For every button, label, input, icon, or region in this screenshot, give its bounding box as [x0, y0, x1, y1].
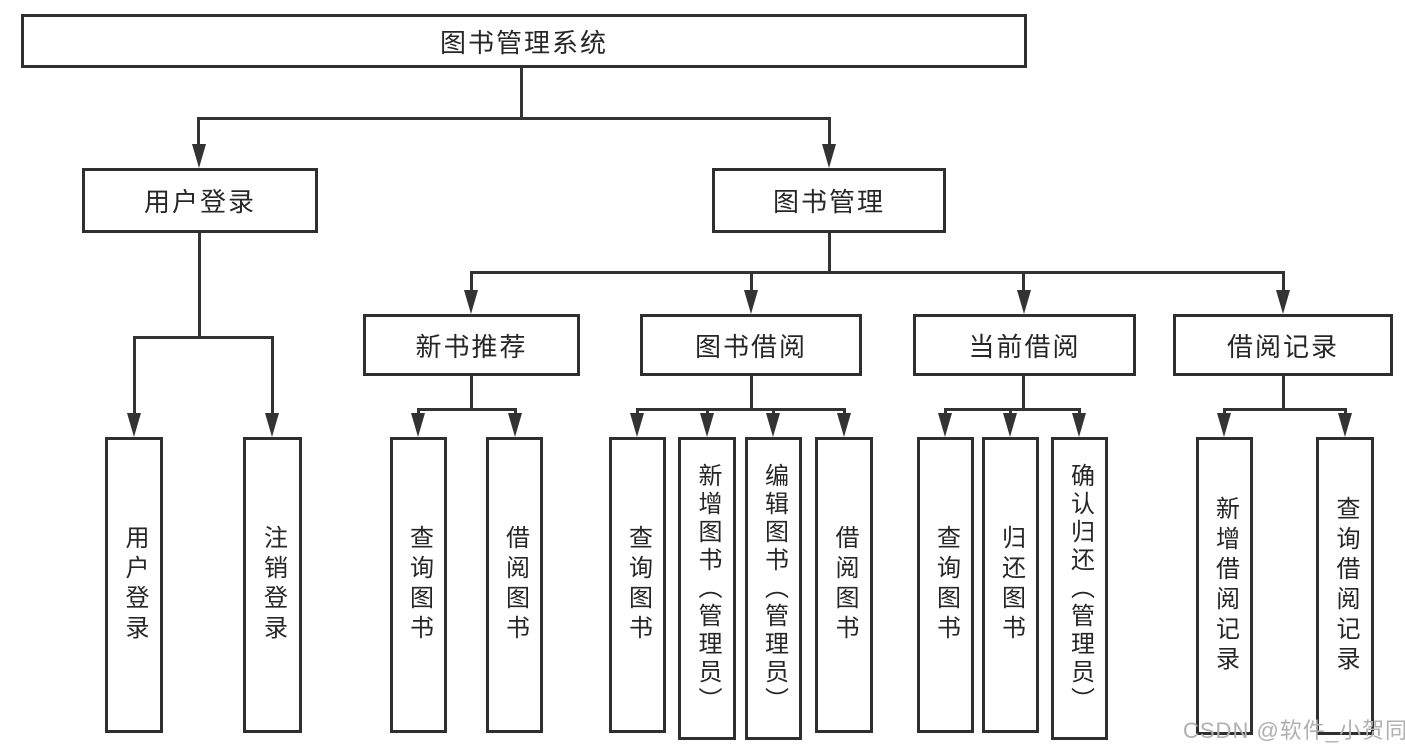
connector-user-login-bar — [133, 336, 274, 339]
arrowhead-borrowing-records — [1276, 290, 1290, 314]
connector-drop — [1344, 408, 1347, 413]
node-current-borrowing: 当前借阅 — [913, 314, 1136, 376]
node-user-login-label: 用户登录 — [143, 187, 256, 217]
leaf-query-books-2-label: 查询图书 — [624, 525, 652, 645]
arrowhead-current-borrowing — [1017, 290, 1031, 314]
node-user-login: 用户登录 — [82, 168, 318, 233]
node-borrowing-records-label: 借阅记录 — [1226, 331, 1339, 362]
arrowhead-leaf-query-books-1 — [411, 413, 425, 437]
connector-new-book-recommend-stem — [470, 376, 473, 408]
connector-drop — [944, 408, 947, 413]
leaf-return-books: 归还图书 — [982, 437, 1039, 733]
leaf-confirm-return-admin-label: 确认归还（管理员） — [1066, 462, 1094, 715]
leaf-query-books-2: 查询图书 — [609, 437, 666, 733]
leaf-user-login: 用户登录 — [105, 437, 163, 733]
leaf-query-borrow-record: 查询借阅记录 — [1316, 437, 1374, 735]
leaf-borrow-books-1-label: 借阅图书 — [501, 525, 529, 645]
arrowhead-new-book-recommend — [464, 290, 478, 314]
arrowhead-leaf-user-login — [127, 413, 141, 437]
connector-book-borrowing-stem — [750, 376, 753, 408]
connector-drop — [271, 336, 274, 413]
connector-drop — [772, 408, 775, 413]
connector-new-book-recommend-bar — [417, 408, 517, 411]
arrowhead-leaf-add-borrow-record — [1217, 413, 1231, 437]
csdn-watermark: CSDN @软件_小贺同学 — [1183, 718, 1405, 743]
leaf-edit-books-admin: 编辑图书（管理员） — [745, 437, 802, 740]
connector-borrowing-records-stem — [1282, 376, 1285, 408]
connector-drop — [417, 408, 420, 413]
arrowhead-leaf-query-books-3 — [938, 413, 952, 437]
arrowhead-leaf-add-books — [700, 413, 714, 437]
arrowhead-user-login — [192, 144, 206, 168]
node-new-book-recommend-label: 新书推荐 — [415, 331, 528, 362]
node-book-borrowing: 图书借阅 — [640, 314, 862, 376]
connector-drop — [636, 408, 639, 413]
leaf-add-borrow-record: 新增借阅记录 — [1196, 437, 1253, 735]
connector-drop — [706, 408, 709, 413]
arrowhead-leaf-confirm-return — [1072, 413, 1086, 437]
leaf-logout: 注销登录 — [243, 437, 302, 733]
connector-drop — [470, 271, 473, 290]
connector-root-stem — [520, 68, 523, 117]
arrowhead-leaf-query-books-2 — [630, 413, 644, 437]
leaf-query-books-1-label: 查询图书 — [405, 525, 433, 645]
node-book-management-system-label: 图书管理系统 — [439, 27, 608, 58]
connector-drop — [1009, 408, 1012, 413]
leaf-user-login-label: 用户登录 — [121, 525, 148, 645]
arrowhead-book-management — [822, 144, 836, 168]
leaf-query-borrow-record-label: 查询借阅记录 — [1332, 496, 1359, 676]
leaf-query-books-3: 查询图书 — [917, 437, 974, 733]
connector-book-borrowing-bar — [636, 408, 846, 411]
connector-drop — [1223, 408, 1226, 413]
node-borrowing-records: 借阅记录 — [1173, 314, 1393, 376]
connector-root-drop-right — [828, 117, 831, 144]
node-book-borrowing-label: 图书借阅 — [694, 331, 807, 362]
leaf-borrow-books-2: 借阅图书 — [815, 437, 873, 733]
leaf-logout-label: 注销登录 — [259, 525, 287, 645]
connector-drop — [133, 336, 136, 413]
arrowhead-leaf-borrow-books-1 — [508, 413, 522, 437]
leaf-add-books-admin: 新增图书（管理员） — [678, 437, 736, 740]
connector-drop — [514, 408, 517, 413]
node-book-management-label: 图书管理 — [772, 187, 885, 217]
connector-root-bar — [198, 117, 831, 120]
connector-book-management-bar — [470, 271, 1285, 274]
arrowhead-leaf-query-borrow-record — [1338, 413, 1352, 437]
arrowhead-leaf-return-books — [1003, 413, 1017, 437]
connector-drop — [1282, 271, 1285, 290]
leaf-borrow-books-2-label: 借阅图书 — [831, 525, 858, 645]
arrowhead-leaf-logout — [265, 413, 279, 437]
connector-current-borrowing-bar — [944, 408, 1081, 411]
node-current-borrowing-label: 当前借阅 — [968, 331, 1081, 362]
leaf-query-books-1: 查询图书 — [390, 437, 447, 733]
leaf-add-borrow-record-label: 新增借阅记录 — [1211, 496, 1239, 676]
leaf-query-books-3-label: 查询图书 — [932, 525, 960, 645]
arrowhead-book-borrowing — [744, 290, 758, 314]
connector-drop — [750, 271, 753, 290]
leaf-add-books-admin-label: 新增图书（管理员） — [694, 462, 721, 715]
connector-drop — [1022, 271, 1025, 290]
connector-user-login-stem — [198, 233, 201, 336]
connector-drop — [843, 408, 846, 413]
node-new-book-recommend: 新书推荐 — [363, 314, 580, 376]
connector-current-borrowing-stem — [1022, 376, 1025, 408]
node-book-management-system: 图书管理系统 — [21, 14, 1027, 68]
arrowhead-leaf-borrow-books-2 — [837, 413, 851, 437]
leaf-confirm-return-admin: 确认归还（管理员） — [1051, 437, 1108, 740]
arrowhead-leaf-edit-books — [766, 413, 780, 437]
node-book-management: 图书管理 — [712, 168, 946, 233]
connector-borrowing-records-bar — [1223, 408, 1347, 411]
connector-root-drop-left — [197, 117, 200, 144]
leaf-edit-books-admin-label: 编辑图书（管理员） — [760, 462, 788, 715]
connector-drop — [1078, 408, 1081, 413]
connector-book-management-stem — [828, 233, 831, 271]
leaf-return-books-label: 归还图书 — [997, 525, 1025, 645]
leaf-borrow-books-1: 借阅图书 — [486, 437, 543, 733]
